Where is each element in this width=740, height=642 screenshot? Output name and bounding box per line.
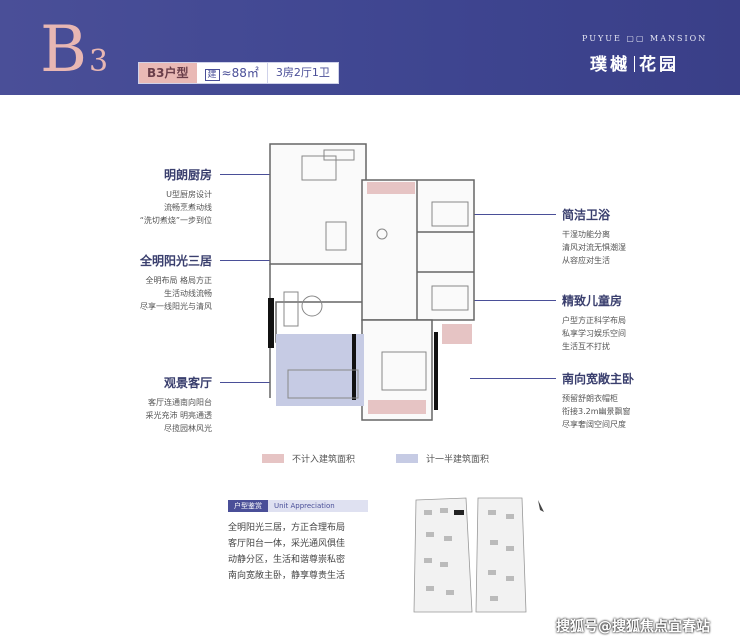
floor-plan: [268, 143, 475, 421]
feature-title: 简洁卫浴: [562, 208, 611, 222]
brand-cn-left: 璞樾: [590, 55, 630, 75]
header-banner: B3 B3户型 建≈88㎡ 3房2厅1卫 PUYUE ▢▢ MANSION 璞樾…: [0, 0, 740, 95]
legend-swatch-blue: [396, 454, 418, 463]
area-value: ≈88㎡: [221, 66, 259, 80]
legend-label: 计一半建筑面积: [426, 455, 490, 465]
unit-code: B3: [40, 18, 108, 94]
unit-rooms: 3房2厅1卫: [275, 66, 330, 79]
brand-chinese: 璞樾花园: [590, 50, 679, 75]
unit-area: 建≈88㎡: [197, 63, 268, 83]
site-plan: [413, 497, 544, 613]
feature-title: 观景客厅: [163, 376, 212, 390]
legend-half-counted: 计一半建筑面积: [396, 452, 489, 465]
feature-living-room: 观景客厅 客厅连通南向阳台 采光充沛 明亮通透 尽揽园林风光: [145, 374, 212, 435]
appreciation-line: 客厅阳台一体，采光通风俱佳: [228, 539, 346, 549]
pointer-line: [220, 174, 270, 175]
unit-appreciation-text: 全明阳光三居，方正合理布局 客厅阳台一体，采光通风俱佳 动静分区，生活和谐尊崇私…: [228, 520, 368, 584]
unit-number: 3: [89, 44, 109, 79]
feature-line: 私享学习娱乐空间: [562, 329, 626, 338]
feature-line: 尽享奢阔空间尺度: [562, 420, 626, 429]
pointer-line: [470, 378, 556, 379]
bay-window-area: [442, 324, 472, 344]
feature-line: 衔接3.2m幽景飘窗: [562, 407, 631, 416]
unit-appreciation-label-en: Unit Appreciation: [268, 500, 368, 512]
feature-line: 采光充沛 明亮通透: [145, 411, 212, 420]
watermark: 搜狐号@搜狐焦点宜春站: [556, 619, 710, 635]
feature-title: 明朗厨房: [163, 168, 212, 182]
feature-line: 客厅连通南向阳台: [148, 398, 212, 407]
feature-kitchen: 明朗厨房 U型厨房设计 流畅烹煮动线 “洗切煮烧”一步到位: [140, 166, 212, 227]
feature-line: 尽揽园林风光: [164, 424, 212, 433]
appreciation-line: 全明阳光三居，方正合理布局: [228, 523, 346, 533]
feature-line: 从容应对生活: [562, 256, 610, 265]
feature-line: 干湿功能分离: [562, 230, 610, 239]
appreciation-line: 南向宽敞主卧，静享尊贵生活: [228, 571, 346, 581]
pointer-line: [470, 214, 556, 215]
unit-type-label: B3户型: [139, 63, 197, 83]
feature-line: 流畅烹煮动线: [164, 203, 212, 212]
pointer-line: [220, 382, 270, 383]
unit-letter: B: [40, 13, 88, 87]
feature-line: 全明布局 格局方正: [145, 276, 212, 285]
bay-window-area: [368, 400, 426, 414]
feature-kids-room: 精致儿童房 户型方正科学布局 私享学习娱乐空间 生活互不打扰: [562, 292, 626, 353]
feature-line: 生活动线流畅: [164, 289, 212, 298]
unit-location-marker: [454, 510, 464, 515]
feature-line: 户型方正科学布局: [562, 316, 626, 325]
unit-info-bar: B3户型 建≈88㎡ 3房2厅1卫: [138, 62, 339, 84]
legend-swatch-pink: [262, 454, 284, 463]
feature-line: “洗切煮烧”一步到位: [139, 216, 212, 225]
pointer-line: [220, 260, 270, 261]
legend-label: 不计入建筑面积: [292, 455, 356, 465]
brand-english: PUYUE ▢▢ MANSION: [582, 34, 708, 43]
unit-appreciation-header: 户型鉴赏 Unit Appreciation: [228, 500, 368, 512]
feature-line: U型厨房设计: [166, 190, 212, 199]
feature-three-rooms: 全明阳光三居 全明布局 格局方正 生活动线流畅 尽享一线阳光与清风: [140, 252, 212, 313]
unit-appreciation-label: 户型鉴赏: [228, 500, 268, 512]
feature-line: 清风对流无惧潮湿: [562, 243, 626, 252]
brand-cn-right: 花园: [639, 55, 679, 75]
north-arrow-icon: [538, 500, 544, 512]
feature-bathroom: 简洁卫浴 干湿功能分离 清风对流无惧潮湿 从容应对生活: [562, 206, 626, 267]
feature-line: 尽享一线阳光与清风: [140, 302, 212, 311]
feature-title: 全明阳光三居: [139, 254, 212, 268]
unit-appreciation: 户型鉴赏 Unit Appreciation 全明阳光三居，方正合理布局 客厅阳…: [228, 500, 368, 584]
feature-line: 生活互不打扰: [562, 342, 610, 351]
appreciation-line: 动静分区，生活和谐尊崇私密: [228, 555, 346, 565]
feature-master-bedroom: 南向宽敞主卧 预留舒朗衣帽柜 衔接3.2m幽景飘窗 尽享奢阔空间尺度: [562, 370, 634, 431]
pointer-line: [470, 300, 556, 301]
legend-not-counted: 不计入建筑面积: [262, 452, 355, 465]
feature-title: 南向宽敞主卧: [562, 372, 635, 386]
area-prefix-badge: 建: [204, 69, 220, 81]
feature-title: 精致儿童房: [562, 294, 623, 308]
feature-line: 预留舒朗衣帽柜: [562, 394, 618, 403]
bay-window-area: [367, 182, 415, 194]
brand-divider: [634, 56, 635, 72]
